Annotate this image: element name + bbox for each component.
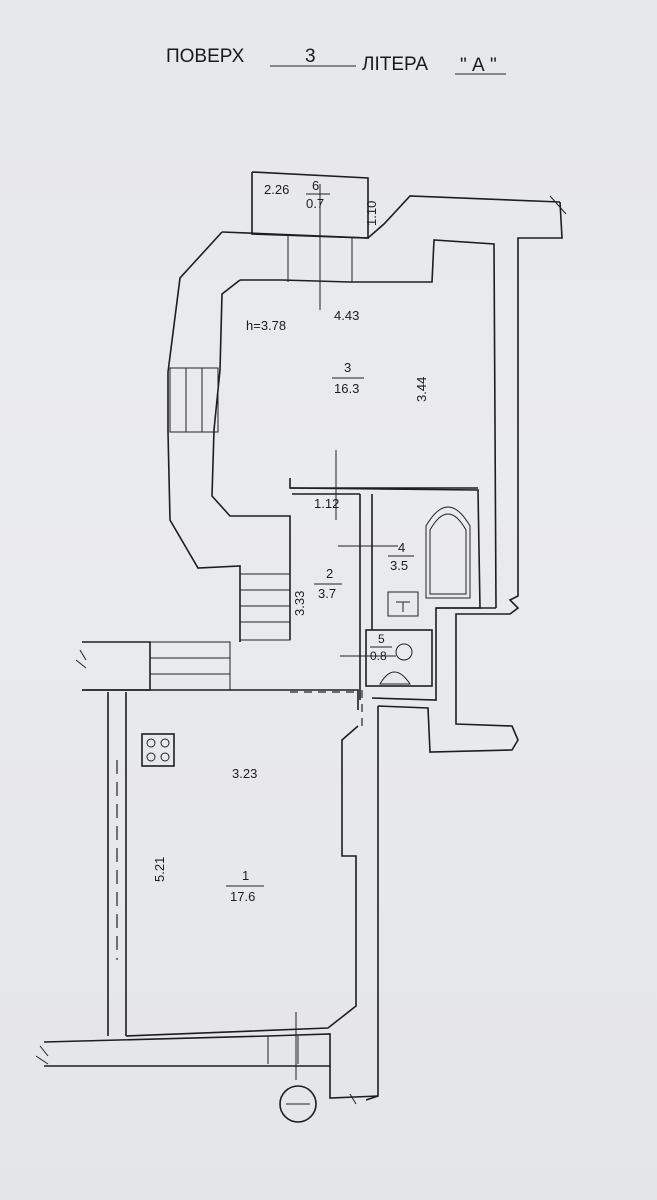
room-1-number: 1 [242,868,249,883]
room-5-number: 5 [378,632,385,646]
floor-label: ПОВЕРХ [166,46,245,67]
floor-value: 3 [305,46,316,67]
room-3-label: 4.43 h=3.78 3 16.3 3.44 [246,308,429,402]
wall-left-upper [167,231,241,642]
room-2-number: 2 [326,566,333,581]
room-5-area: 0.8 [370,649,387,663]
room-2-area: 3.7 [318,586,336,601]
room-3-width: 4.43 [334,308,359,323]
room-2-label: 1.12 2 3.7 3.33 [292,496,342,616]
wall-room2-lintel [289,478,478,489]
stair-icon [149,367,291,691]
wall-room3-left [211,279,291,640]
letter-label: ЛІТЕРА [362,54,428,75]
wall-lower-left-top [82,641,151,691]
room-2-width: 1.12 [314,496,339,511]
room-6-label: 2.26 6 0.7 1.10 [264,178,379,226]
room-4-label: 4 3.5 [388,540,414,573]
wall-top [221,195,561,239]
room-3-area: 16.3 [334,381,359,396]
stove-icon [141,733,175,767]
room-4-area: 3.5 [390,558,408,573]
wall-bottom-corner [329,1066,379,1099]
room-3-length: 3.44 [414,377,429,402]
wall-room2-top [289,487,481,609]
wall-room3-top [240,239,497,609]
walls [35,171,567,1105]
plan-header: ПОВЕРХ 3 ЛІТЕРА " А " [166,46,506,76]
room-3-height: h=3.78 [246,318,286,333]
room-4-number: 4 [398,540,405,555]
wall-room1-top [82,689,359,710]
room-2-length: 3.33 [292,591,307,616]
wall-room1-right [125,725,359,1037]
circle-marker-icon [279,1085,317,1123]
bathtub-icon [429,513,467,595]
letter-value: " А " [460,55,497,76]
room-5-outline [365,629,433,687]
wall-right [377,201,563,753]
room-1-label: 3.23 1 17.6 5.21 [152,766,264,904]
room-1-width: 3.23 [232,766,257,781]
wall-bottom [43,1033,331,1067]
room-5-label: 5 0.8 [370,632,392,663]
room-6-area: 0.7 [306,196,324,211]
toilet-icon [387,591,419,617]
room-6-length: 1.10 [364,201,379,226]
room-1-area: 17.6 [230,889,255,904]
wall-far-right [365,706,379,1101]
sink-icon [395,643,413,661]
room-6-number: 6 [312,178,319,193]
room-3-number: 3 [344,360,351,375]
room-1-length: 5.21 [152,857,167,882]
room-6-width: 2.26 [264,182,289,197]
